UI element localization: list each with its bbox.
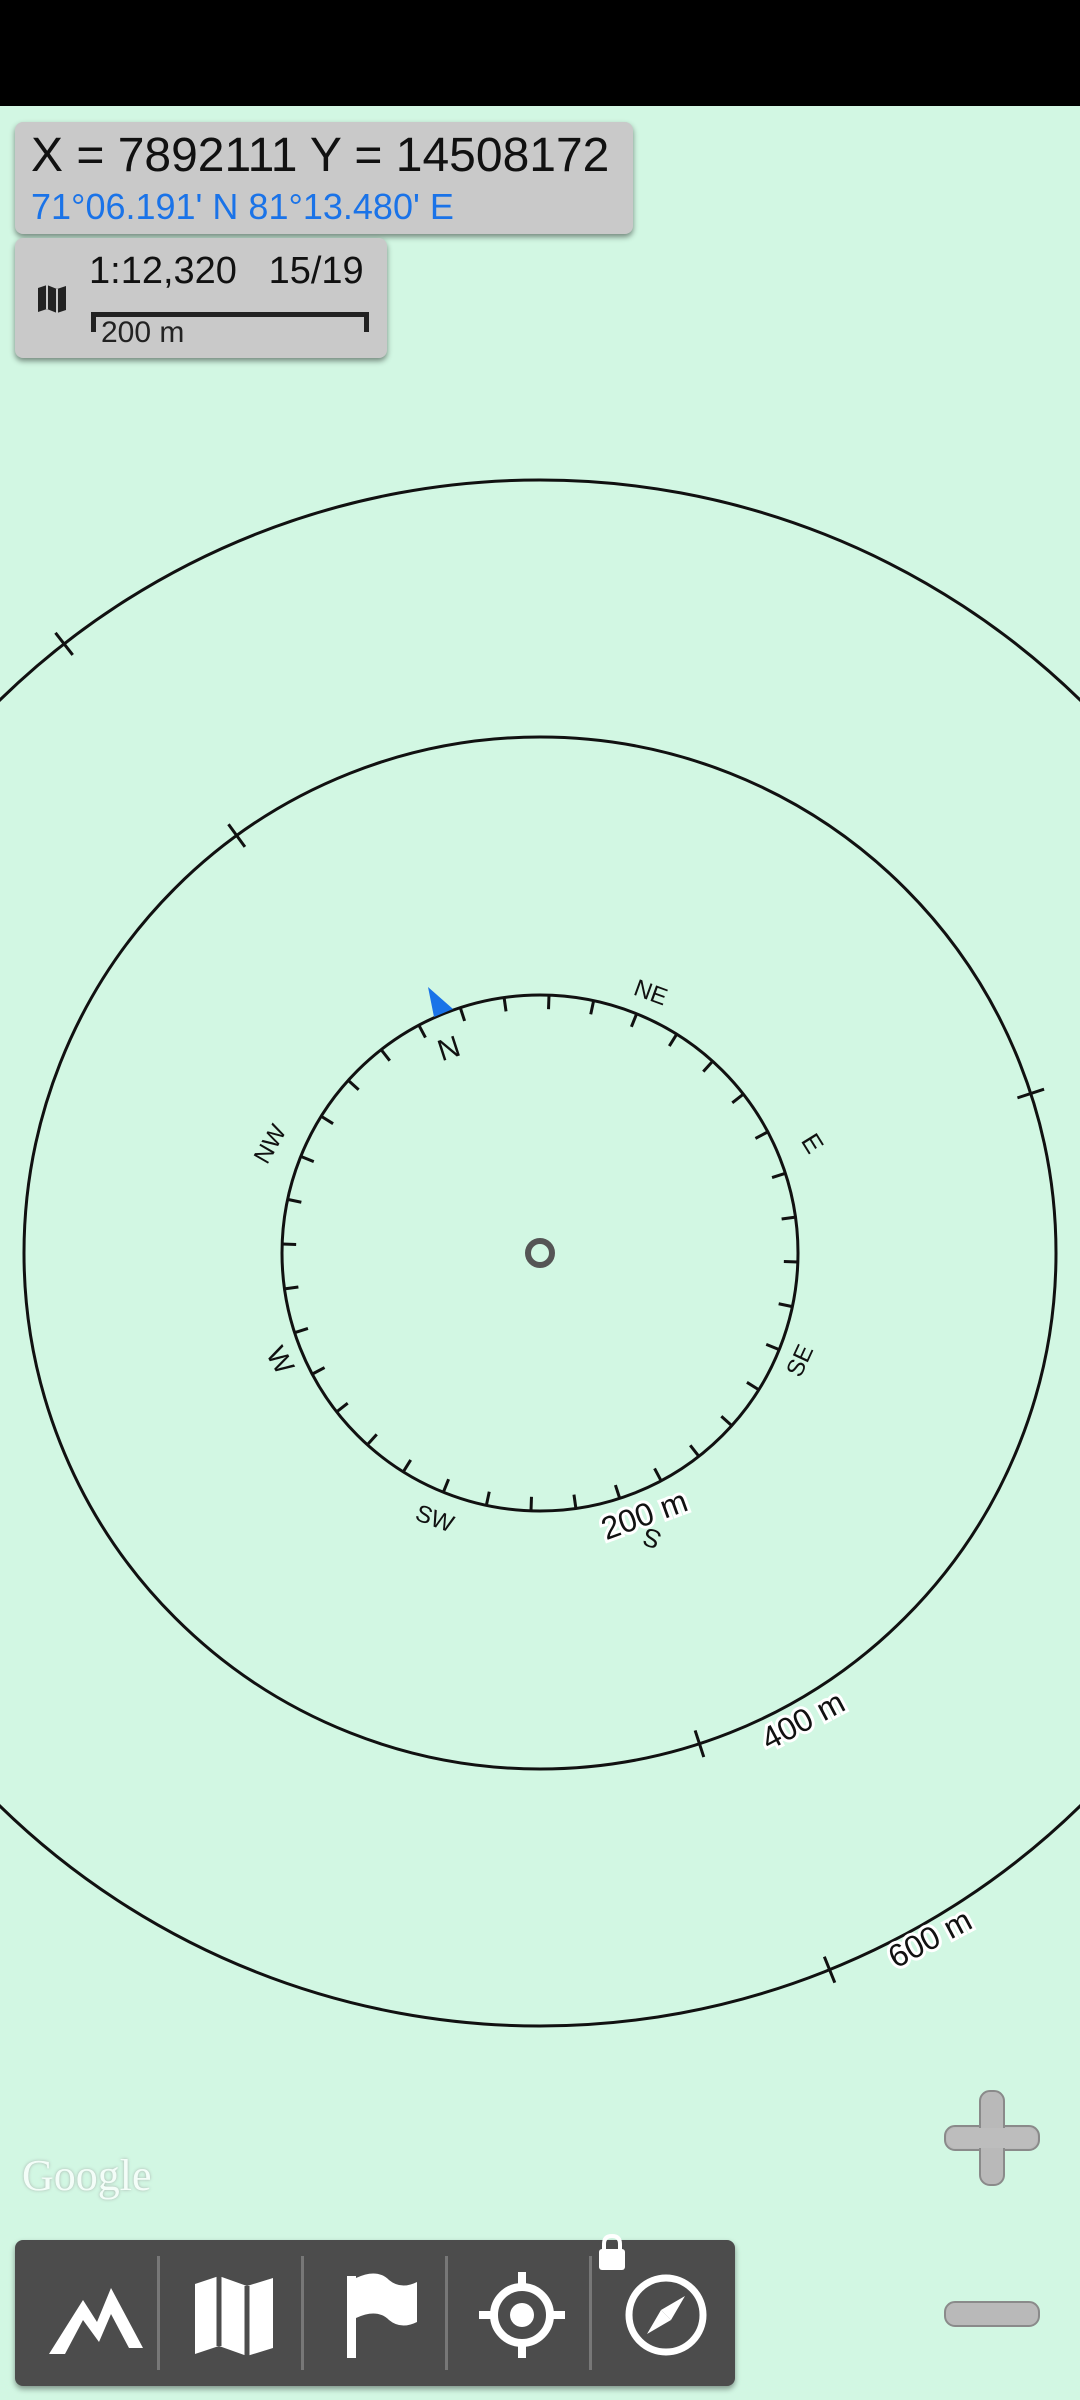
compass-tick <box>630 1013 639 1028</box>
compass-tick <box>754 1130 769 1140</box>
toolbar-separator <box>589 2256 592 2370</box>
compass-tick <box>746 1381 760 1391</box>
range-ring-600 <box>0 478 1080 2028</box>
compass-tick <box>287 1197 302 1204</box>
toolbar-separator <box>301 2256 304 2370</box>
compass-tick <box>572 1494 578 1509</box>
compass-tick <box>484 1491 491 1506</box>
my-location-button[interactable] <box>447 2240 591 2386</box>
mountain-logo-icon <box>49 2288 143 2354</box>
compass-tick <box>402 1459 412 1473</box>
compass-tick <box>653 1467 663 1482</box>
ring-ticks <box>54 631 1045 1984</box>
ring-tick <box>54 631 74 656</box>
ring-tick <box>822 1956 837 1984</box>
compass-tick <box>300 1154 315 1163</box>
plus-icon <box>944 2090 1040 2186</box>
google-attribution: Google <box>22 2151 152 2200</box>
compass-tick <box>781 1215 796 1221</box>
compass-tick <box>311 1366 326 1376</box>
scale-bar <box>91 312 369 332</box>
compass-tick <box>613 1484 622 1499</box>
compass-tick <box>347 1079 360 1091</box>
status-bar <box>0 0 1080 106</box>
compass-tick <box>702 1060 714 1073</box>
app-menu-button[interactable] <box>15 2240 159 2386</box>
ring-tick <box>693 1729 706 1758</box>
compass-tick <box>441 1478 450 1493</box>
compass-tick <box>379 1048 391 1062</box>
compass-button[interactable] <box>591 2233 735 2386</box>
crosshair-icon <box>479 2272 565 2358</box>
ring-tick <box>227 823 247 848</box>
range-ring-200 <box>280 993 800 1513</box>
map-view[interactable]: N NE E SE S SW W NW 200 m 400 m 600 m <box>0 106 1080 2400</box>
compass-tick <box>320 1115 334 1125</box>
map-canvas: N NE E SE S SW W NW 200 m 400 m 600 m <box>0 478 1080 2028</box>
direction-ne: NE <box>630 975 671 1012</box>
maps-button[interactable] <box>159 2240 303 2386</box>
compass-tick <box>458 1007 467 1022</box>
scale-bar-label: 200 m <box>101 316 185 349</box>
minus-icon <box>944 2301 1040 2327</box>
direction-nw: NW <box>249 1120 293 1168</box>
coordinate-xy: X = 7892111 Y = 14508172 <box>31 129 610 182</box>
coordinate-latlon: 71°06.191' N 81°13.480' E <box>31 186 454 227</box>
direction-n: N <box>434 1030 465 1068</box>
waypoints-button[interactable] <box>303 2240 447 2386</box>
flag-icon <box>347 2273 417 2358</box>
ring-tick <box>1016 1087 1045 1100</box>
direction-w: W <box>260 1341 300 1380</box>
direction-sw: SW <box>412 1500 458 1539</box>
bottom-toolbar <box>15 2233 735 2386</box>
compass-tick <box>284 1285 299 1291</box>
direction-e: E <box>795 1128 830 1159</box>
map-icon <box>38 285 66 313</box>
compass-tick <box>589 1000 596 1015</box>
map-icon <box>195 2276 273 2356</box>
compass-ticks <box>282 995 798 1511</box>
coordinate-panel[interactable]: X = 7892111 Y = 14508172 71°06.191' N 81… <box>15 122 633 234</box>
lock-icon <box>599 2233 625 2270</box>
heading-marker-icon <box>428 987 453 1017</box>
range-ring-400 <box>22 735 1058 1771</box>
compass-tick <box>720 1415 733 1427</box>
scale-ratio-zoom: 1:12,320 15/19 <box>89 250 364 292</box>
toolbar-separator <box>157 2256 160 2370</box>
compass-tick <box>771 1171 786 1180</box>
compass-tick <box>689 1444 701 1458</box>
compass-tick <box>366 1433 378 1446</box>
zoom-in-button[interactable] <box>942 2088 1042 2188</box>
compass-icon <box>625 2274 707 2356</box>
compass-tick <box>417 1024 427 1039</box>
compass-tick <box>294 1326 309 1335</box>
scale-panel[interactable]: 1:12,320 15/19 200 m <box>15 238 387 358</box>
compass-tick <box>335 1402 349 1414</box>
compass-tick <box>668 1033 678 1047</box>
toolbar-separator <box>445 2256 448 2370</box>
ring-label-600: 600 m <box>882 1902 977 1976</box>
compass-tick <box>765 1343 780 1352</box>
direction-se: SE <box>781 1341 819 1381</box>
ring-label-400: 400 m <box>755 1684 850 1758</box>
location-center-icon <box>525 1238 555 1268</box>
zoom-out-button[interactable] <box>942 2296 1042 2332</box>
compass-tick <box>778 1302 793 1309</box>
compass-tick <box>502 997 508 1012</box>
compass-tick <box>731 1092 745 1104</box>
